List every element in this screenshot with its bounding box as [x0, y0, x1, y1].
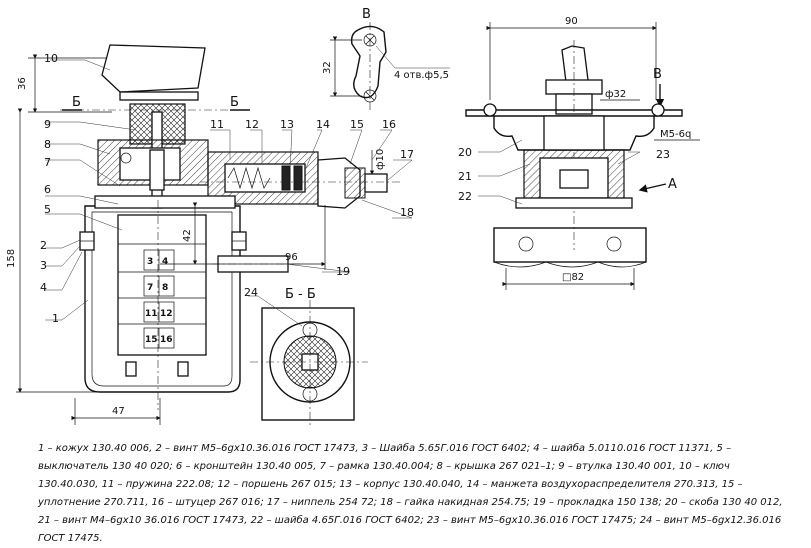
cell-11: 11 — [145, 309, 158, 319]
dim-phi10: ф10 — [375, 149, 386, 170]
cell-4: 4 — [162, 257, 168, 267]
cell-15: 15 — [145, 335, 158, 345]
cell-7: 7 — [147, 283, 153, 293]
cell-16: 16 — [160, 335, 173, 345]
callout-19: 19 — [336, 265, 350, 278]
view-a-label: А — [668, 177, 677, 192]
callout-10: 10 — [44, 52, 58, 65]
callout-14: 14 — [316, 118, 330, 131]
callout-16: 16 — [382, 118, 396, 131]
dim-82: □82 — [562, 272, 584, 283]
dim-158: 158 — [6, 249, 17, 268]
callout-4: 4 — [40, 281, 47, 294]
dim-96: 96 — [285, 252, 298, 263]
callout-5: 5 — [44, 203, 51, 216]
callout-1: 1 — [52, 312, 59, 325]
cell-8: 8 — [162, 283, 168, 293]
callout-20: 20 — [458, 146, 472, 159]
cell-3: 3 — [147, 257, 153, 267]
view-v-label: В — [362, 7, 371, 22]
main-view: 36 158 Б Б ф10 — [6, 44, 414, 425]
section-bb: Б - Б 24 — [244, 286, 368, 425]
technical-drawing: 36 158 Б Б ф10 — [6, 7, 700, 425]
hole-note: 4 отв.ф5,5 — [394, 70, 449, 81]
section-b-right: Б — [230, 95, 239, 110]
thread-note: M5-6q — [660, 129, 691, 140]
dim-36: 36 — [17, 77, 28, 90]
callout-3: 3 — [40, 259, 47, 272]
section-b-left: Б — [72, 95, 81, 110]
dim-42: 42 — [182, 229, 193, 242]
callout-18: 18 — [400, 206, 414, 219]
callout-15: 15 — [350, 118, 364, 131]
dim-32: 32 — [322, 61, 333, 74]
callout-12: 12 — [245, 118, 259, 131]
callout-23: 23 — [656, 148, 670, 161]
switch-cells: 3 4 7 8 11 12 15 16 — [143, 249, 175, 349]
callout-21: 21 — [458, 170, 472, 183]
callout-9: 9 — [44, 118, 51, 131]
callout-13: 13 — [280, 118, 294, 131]
parts-legend: 1 – кожух 130.40 006, 2 – винт M5–6gх10.… — [38, 440, 783, 548]
section-bb-label: Б - Б — [285, 287, 316, 302]
callout-6: 6 — [44, 183, 51, 196]
callout-17: 17 — [400, 148, 414, 161]
callout-22: 22 — [458, 190, 472, 203]
callout-11: 11 — [210, 118, 224, 131]
dim-phi32: ф32 — [605, 89, 626, 100]
callout-24: 24 — [244, 286, 258, 299]
dim-90: 90 — [565, 16, 578, 27]
callout-8: 8 — [44, 138, 51, 151]
callout-2: 2 — [40, 239, 47, 252]
view-v-arrow-label: В — [653, 67, 662, 82]
view-v: В 32 4 отв.ф5,5 — [322, 7, 450, 110]
parts-legend-text: 1 – кожух 130.40 006, 2 – винт M5–6gх10.… — [38, 443, 783, 544]
callout-7: 7 — [44, 156, 51, 169]
cell-12: 12 — [160, 309, 173, 319]
side-view: 90 ф32 В M5-6q А □82 — [458, 16, 700, 290]
dim-47: 47 — [112, 406, 125, 417]
